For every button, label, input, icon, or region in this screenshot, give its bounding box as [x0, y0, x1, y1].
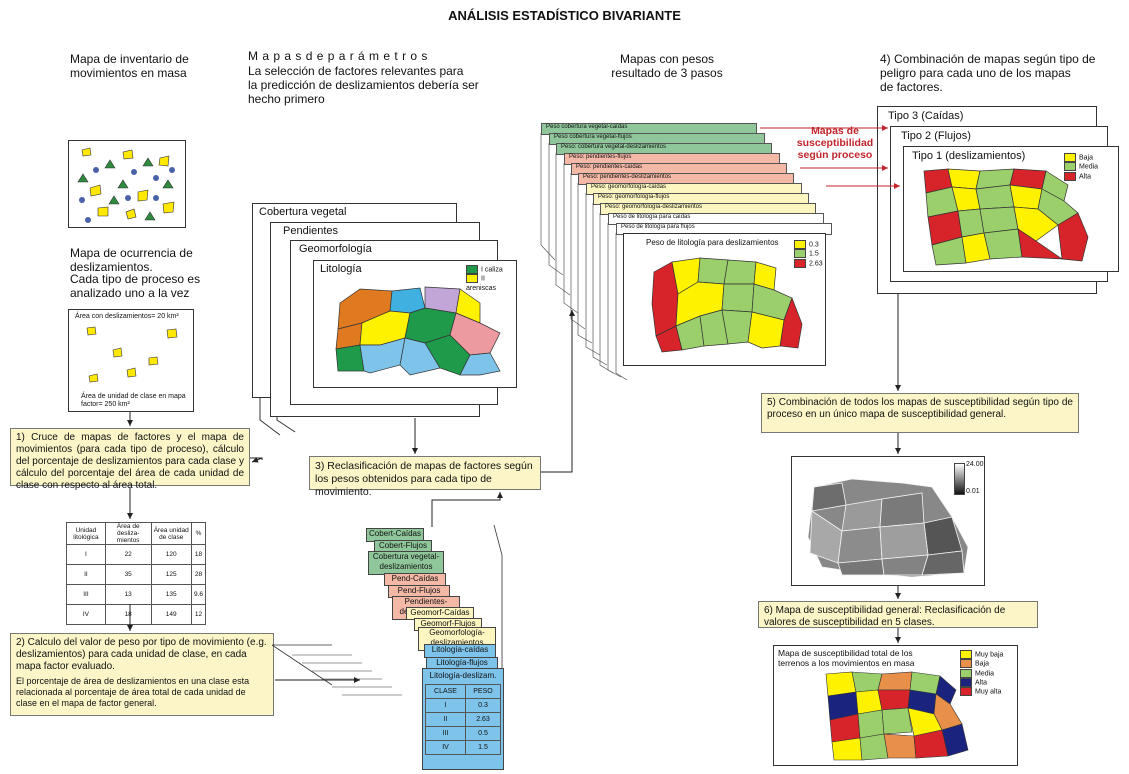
class-table: Unidad litológica Área de desliza-miento…	[66, 522, 207, 625]
stack-item: Cobertura vegetal- deslizamientos	[368, 551, 444, 575]
tipo1-map	[923, 168, 1089, 266]
weighted-litology-card: Peso de litología para deslizamientos 0.…	[623, 233, 826, 366]
scale-max: 24.00	[966, 461, 984, 468]
step3-box: 3) Reclasificación de mapas de factores …	[309, 456, 541, 498]
grayscale-map-card: 24.00 0.01	[791, 456, 985, 586]
scale-min: 0.01	[966, 488, 980, 495]
inventory-map	[68, 140, 186, 228]
stack-item: Litología-caídas	[424, 644, 496, 658]
table-header: Área de desliza-mientos	[104, 522, 152, 545]
card-title: Peso de litología para deslizamientos	[646, 238, 779, 247]
peso-header: CLASE	[425, 684, 466, 699]
litologia-legend: I caliza II areniscas	[466, 265, 503, 292]
occurrence-map: Área con deslizamientos= 20 km² Área de …	[68, 309, 194, 412]
step6-box: 6) Mapa de susceptibilidad general: Recl…	[758, 601, 1038, 628]
litologia-map	[335, 286, 501, 376]
card-litologia: Litología I caliza II areniscas	[313, 260, 517, 388]
table-header: Área unidad de clase	[150, 522, 192, 545]
layer-stack-edges	[540, 133, 628, 381]
page-title: ANÁLISIS ESTADÍSTICO BIVARIANTE	[448, 8, 681, 23]
peso-header: PESO	[465, 684, 501, 699]
parameters-subheading: La selección de factores relevantes para…	[248, 64, 479, 106]
tipo1-legend: Baja Media Alta	[1064, 153, 1098, 181]
area-deslizamientos-label: Área con deslizamientos= 20 km²	[75, 313, 179, 320]
step5-box: 5) Combinación de todos los mapas de sus…	[761, 393, 1079, 433]
weighted-map	[651, 257, 803, 353]
tipo1-card: Tipo 1 (deslizamientos) Baja Media Alta	[903, 146, 1119, 272]
weights-legend: 0.3 1.5 2.63	[794, 240, 823, 268]
final-map	[825, 671, 969, 761]
table-header: %	[190, 522, 207, 545]
scale-bar	[954, 463, 965, 495]
table-header: Unidad litológica	[66, 522, 106, 545]
step1-box: 1) Cruce de mapas de factores y el mapa …	[10, 428, 250, 491]
grayscale-map	[807, 478, 969, 578]
parameters-heading: M a p a s d e p a r á m e t r o s	[248, 49, 428, 63]
step2-box: 2) Calculo del valor de peso por tipo de…	[10, 633, 274, 716]
final-legend: Muy baja Baja Media Alta Muy alta	[960, 650, 1003, 697]
